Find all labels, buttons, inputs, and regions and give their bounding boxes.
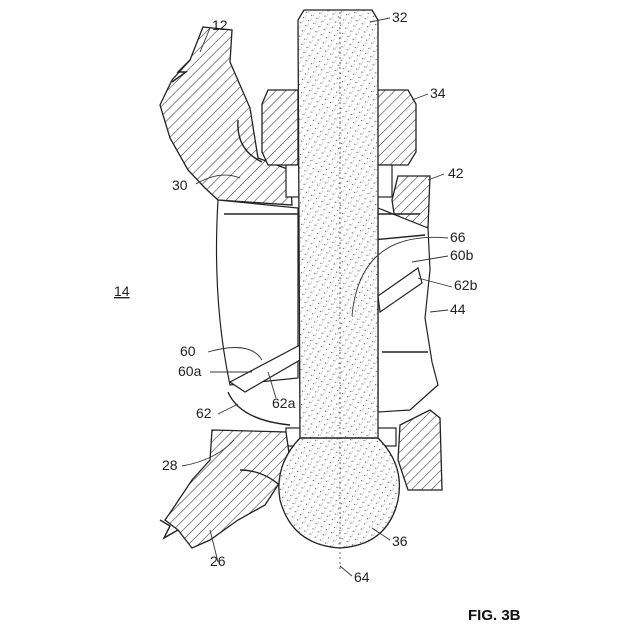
ref-42: 42: [448, 165, 464, 181]
ref-44: 44: [450, 301, 466, 317]
ref-12: 12: [212, 17, 228, 33]
ref-34: 34: [430, 85, 446, 101]
figure-label: FIG. 3B: [468, 607, 521, 624]
ref-32: 32: [392, 9, 408, 25]
ref-60: 60: [180, 343, 196, 359]
ref-62b: 62b: [454, 277, 478, 293]
ref-26: 26: [210, 553, 226, 569]
ref-66: 66: [450, 229, 466, 245]
ref-60b: 60b: [450, 247, 474, 263]
ref-14-assembly: 14: [114, 283, 130, 299]
ref-60a: 60a: [178, 363, 202, 379]
ref-62a: 62a: [272, 395, 296, 411]
lower-housing-26: [160, 430, 290, 548]
lower-block-44: [398, 410, 442, 490]
ref-30: 30: [172, 177, 188, 193]
ref-28: 28: [162, 457, 178, 473]
ref-36: 36: [392, 533, 408, 549]
ref-62: 62: [196, 405, 212, 421]
ref-64: 64: [354, 569, 370, 585]
